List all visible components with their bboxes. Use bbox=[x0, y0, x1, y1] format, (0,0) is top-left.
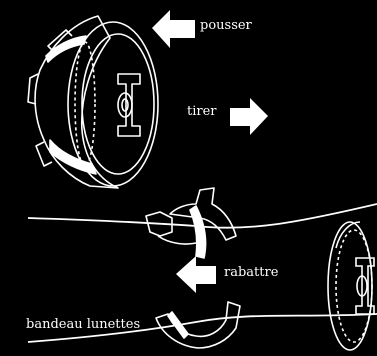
headband-label: bandeau lunettes bbox=[26, 317, 140, 332]
arrow-right-icon bbox=[230, 98, 268, 135]
top-rotary-dial bbox=[28, 16, 158, 188]
right-rotary-dial bbox=[328, 222, 374, 350]
pull-label: tirer bbox=[187, 104, 217, 119]
arrow-left-icon bbox=[176, 256, 216, 293]
fold-label: rabattre bbox=[224, 265, 278, 280]
arrow-left-icon bbox=[152, 10, 195, 48]
push-label: pousser bbox=[200, 18, 252, 33]
